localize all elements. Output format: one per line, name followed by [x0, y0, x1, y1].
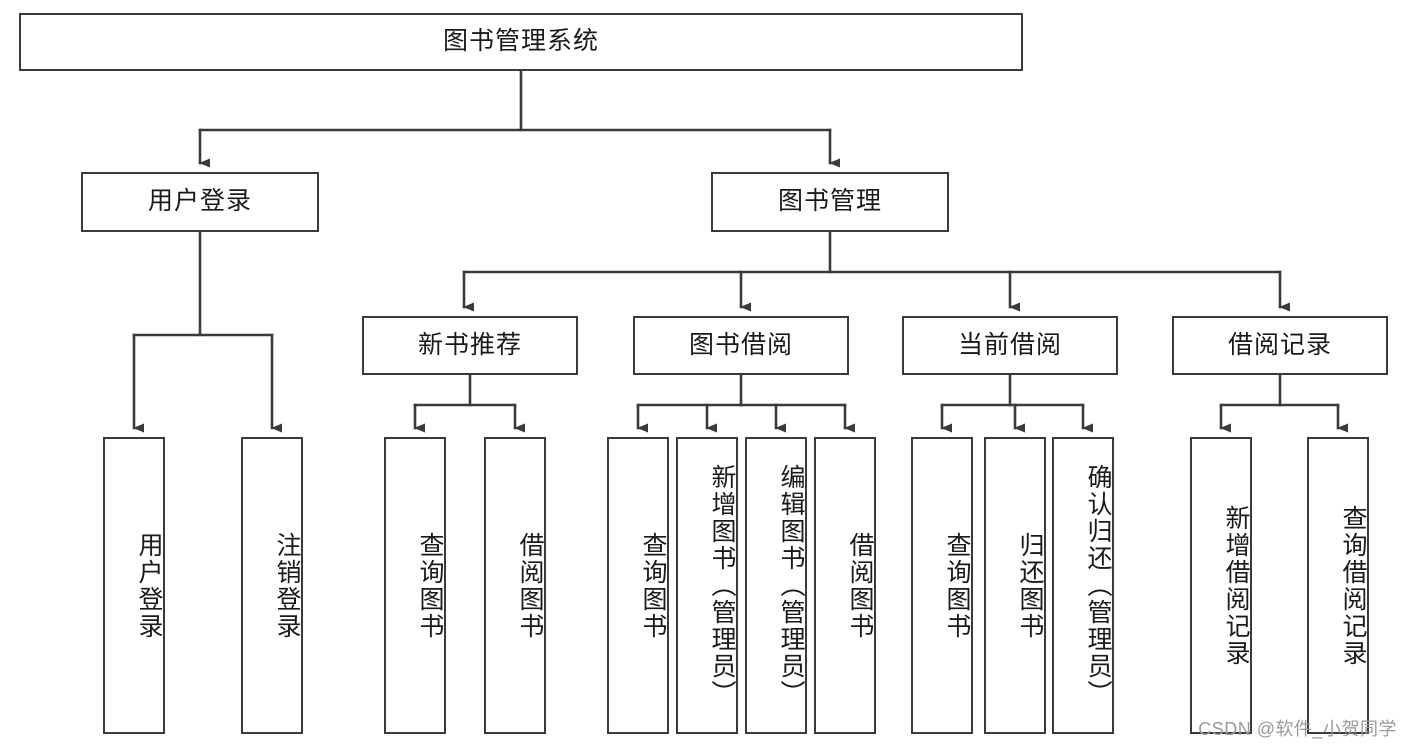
- node-leaf-return-book-label: 归还图书: [1016, 531, 1044, 640]
- node-user-login-label: 用户登录: [147, 187, 252, 216]
- node-leaf-user-login-label: 用户登录: [135, 531, 163, 640]
- node-leaf-query-book-borrow[interactable]: 查询图书: [607, 437, 669, 734]
- node-leaf-user-logout-label: 注销登录: [273, 531, 301, 640]
- node-book-management[interactable]: 图书管理: [711, 172, 949, 232]
- node-leaf-edit-book-admin-label: 编辑图书（管理员）: [777, 464, 805, 707]
- node-leaf-confirm-return-admin-label: 确认归还（管理员）: [1084, 464, 1112, 707]
- node-leaf-add-borrow-record[interactable]: 新增借阅记录: [1190, 437, 1252, 734]
- node-current-borrow-label: 当前借阅: [957, 330, 1062, 359]
- node-leaf-user-logout[interactable]: 注销登录: [241, 437, 303, 734]
- node-leaf-borrow-book-recommend[interactable]: 借阅图书: [484, 437, 546, 734]
- node-leaf-edit-book-admin[interactable]: 编辑图书（管理员）: [745, 437, 807, 734]
- node-book-borrow-label: 图书借阅: [688, 330, 793, 359]
- node-root[interactable]: 图书管理系统: [19, 13, 1023, 71]
- node-book-management-label: 图书管理: [777, 187, 882, 216]
- node-leaf-borrow-book-recommend-label: 借阅图书: [516, 531, 544, 640]
- node-leaf-query-book-borrow-label: 查询图书: [639, 531, 667, 640]
- node-leaf-query-book-recommend-label: 查询图书: [416, 531, 444, 640]
- node-leaf-query-borrow-record-label: 查询借阅记录: [1339, 504, 1367, 667]
- node-leaf-confirm-return-admin[interactable]: 确认归还（管理员）: [1052, 437, 1114, 734]
- node-borrow-record-label: 借阅记录: [1227, 330, 1332, 359]
- node-leaf-borrow-book-label: 借阅图书: [846, 531, 874, 640]
- node-leaf-borrow-book[interactable]: 借阅图书: [814, 437, 876, 734]
- node-leaf-add-borrow-record-label: 新增借阅记录: [1222, 504, 1250, 667]
- node-leaf-user-login[interactable]: 用户登录: [103, 437, 165, 734]
- node-leaf-add-book-admin-label: 新增图书（管理员）: [708, 464, 736, 707]
- node-new-book-recommend-label: 新书推荐: [417, 330, 522, 359]
- node-new-book-recommend[interactable]: 新书推荐: [362, 316, 578, 375]
- node-leaf-query-book-recommend[interactable]: 查询图书: [384, 437, 446, 734]
- node-borrow-record[interactable]: 借阅记录: [1172, 316, 1388, 375]
- node-book-borrow[interactable]: 图书借阅: [633, 316, 849, 375]
- node-leaf-query-book-current-label: 查询图书: [943, 531, 971, 640]
- node-leaf-query-book-current[interactable]: 查询图书: [911, 437, 973, 734]
- node-leaf-add-book-admin[interactable]: 新增图书（管理员）: [676, 437, 738, 734]
- watermark-text: CSDN @软件_小贺同学: [1198, 719, 1397, 739]
- node-current-borrow[interactable]: 当前借阅: [902, 316, 1118, 375]
- node-leaf-return-book[interactable]: 归还图书: [984, 437, 1046, 734]
- node-user-login[interactable]: 用户登录: [81, 172, 319, 232]
- node-root-label: 图书管理系统: [442, 27, 599, 56]
- node-leaf-query-borrow-record[interactable]: 查询借阅记录: [1307, 437, 1369, 734]
